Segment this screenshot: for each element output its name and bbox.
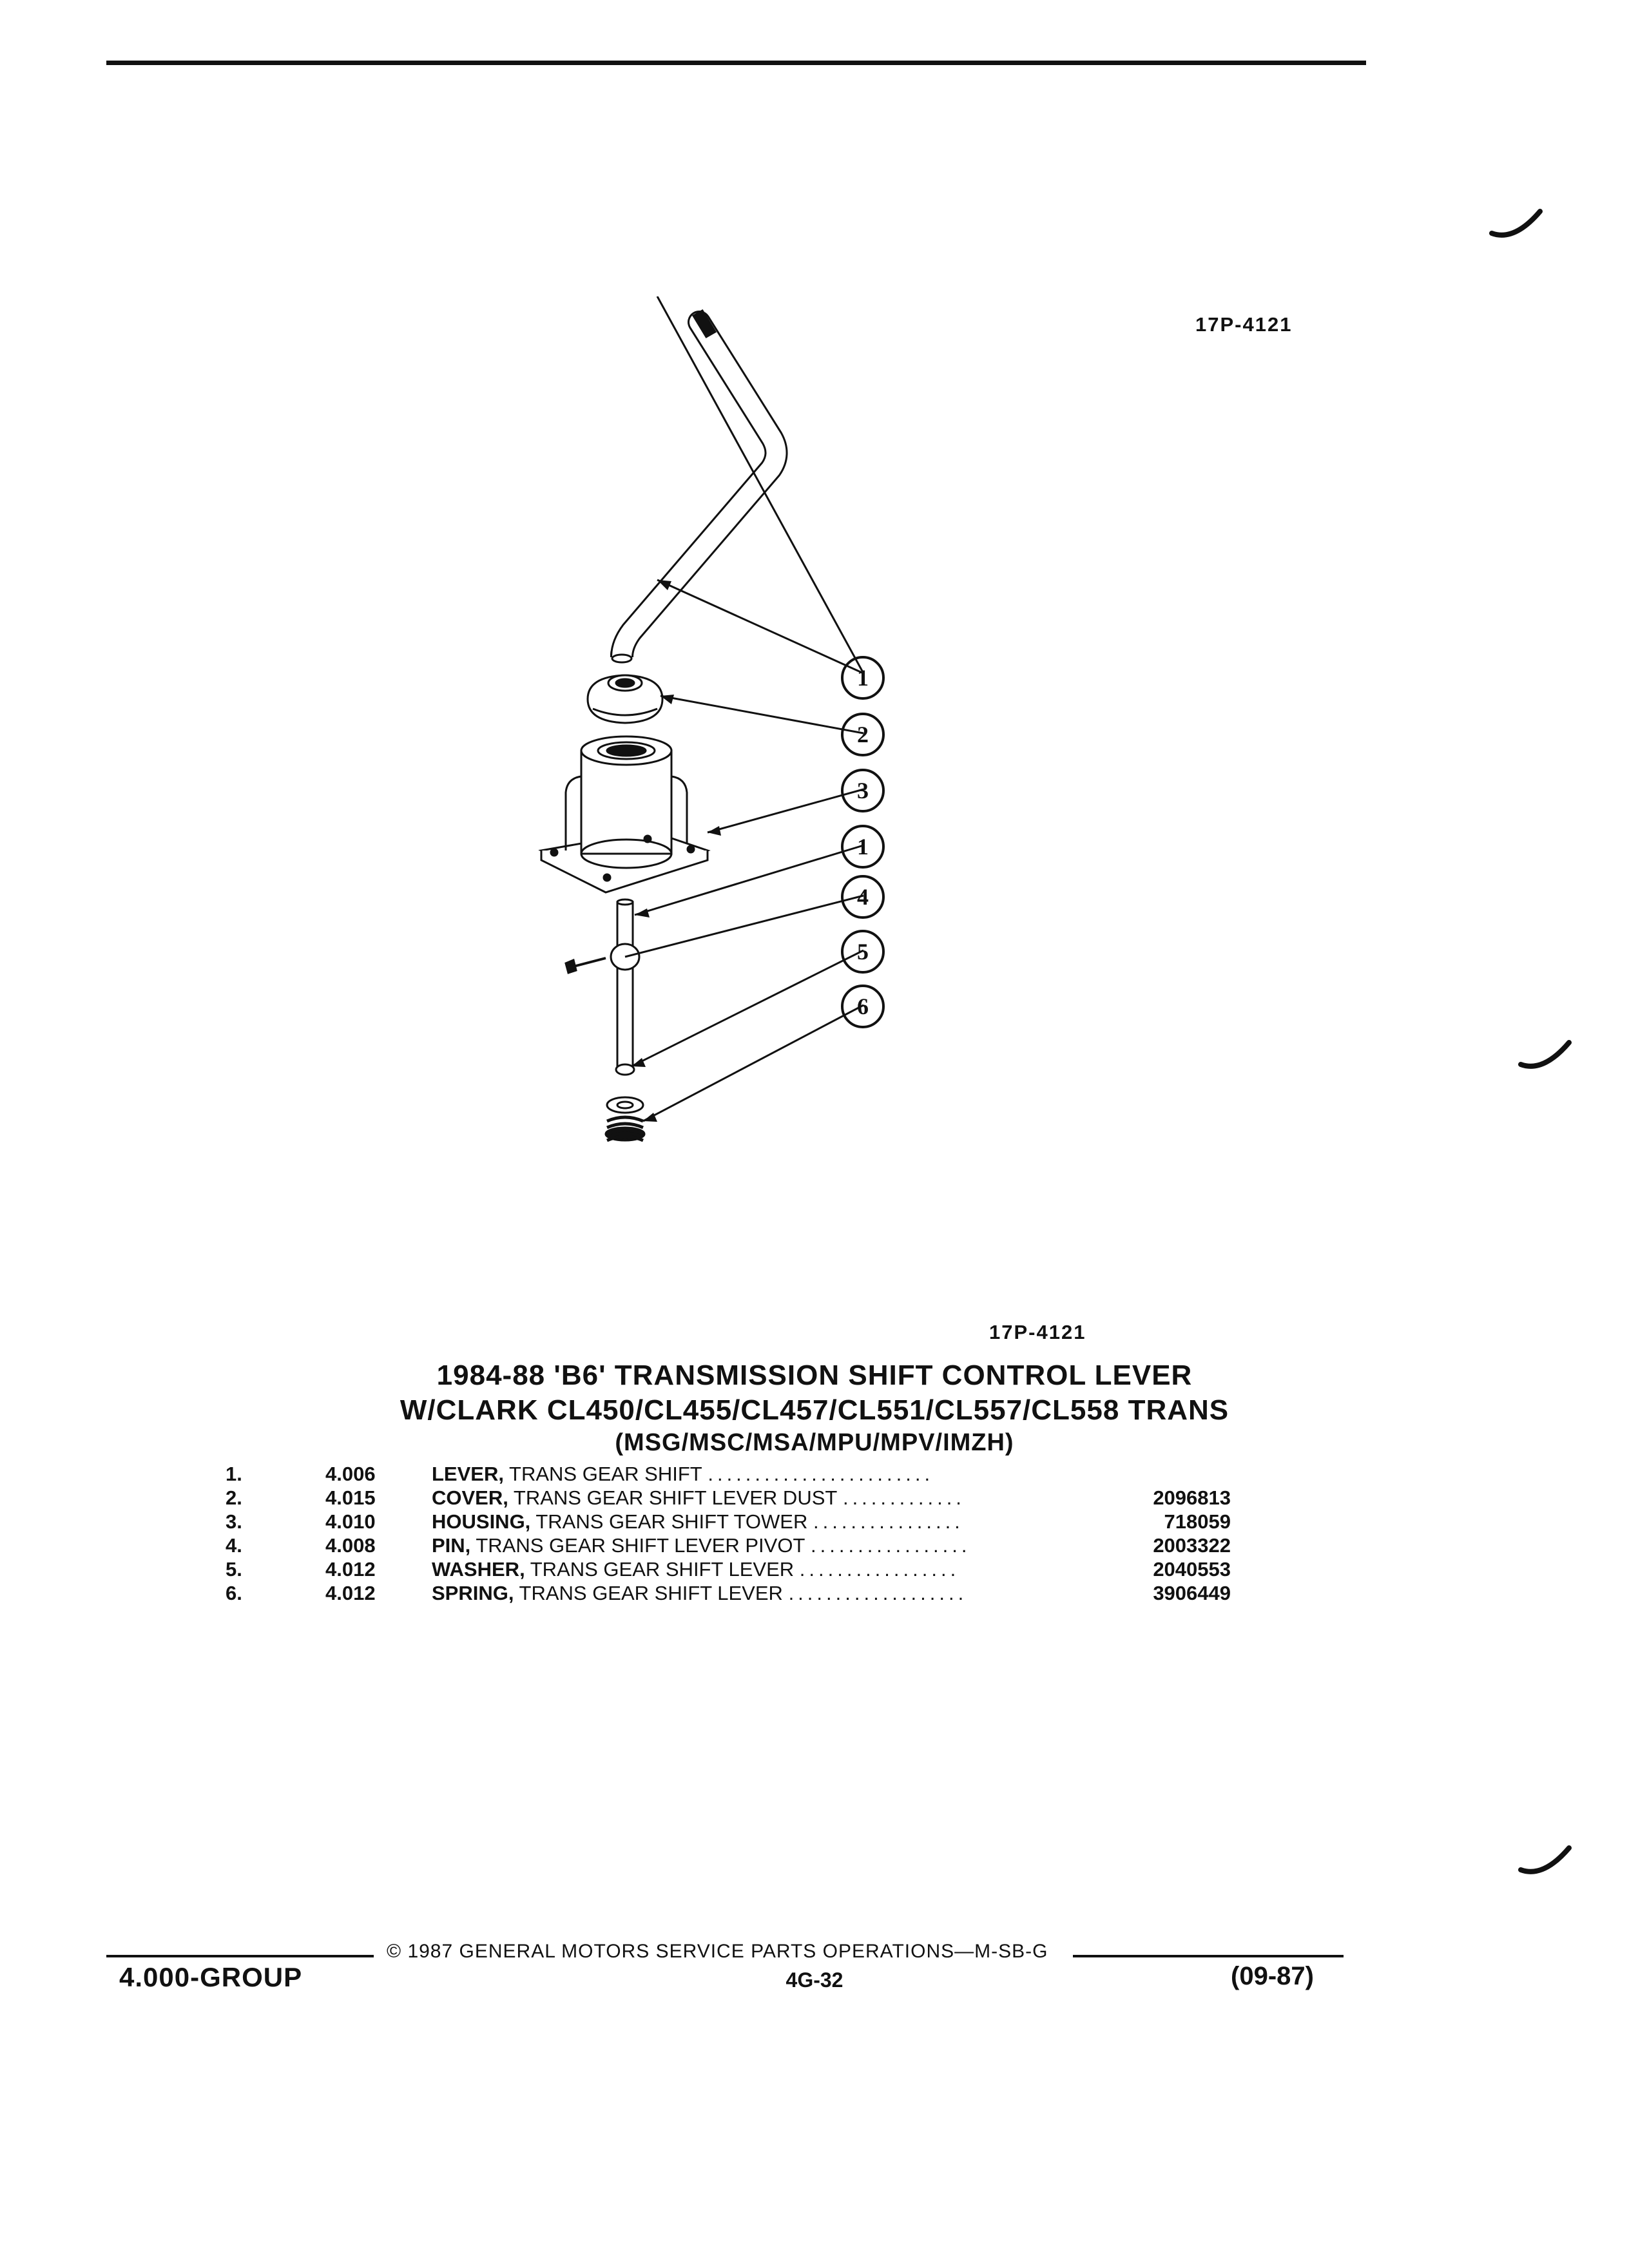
leader-dots: ................ [813,1510,964,1533]
part-name: WASHER, TRANS GEAR SHIFT LEVER .........… [432,1558,959,1581]
leader-dots: ................. [811,1534,971,1557]
top-rule [106,61,1366,65]
group-number: 4.012 [325,1582,376,1604]
group-number: 4.012 [325,1558,376,1581]
item-number: 6. [226,1582,242,1604]
part-number: 2003322 [1153,1534,1231,1557]
part-description: TRANS GEAR SHIFT [503,1463,702,1485]
callout-3: 3 [841,769,885,812]
part-description: TRANS GEAR SHIFT LEVER PIVOT [470,1534,805,1557]
callout-5: 5 [841,930,885,974]
callout-4: 4 [841,875,885,919]
dust-cover-part [586,674,664,724]
leader-1-top [656,296,865,674]
footer-rule-left [106,1955,374,1957]
group-number: 4.008 [325,1534,376,1557]
part-number: 2096813 [1153,1486,1231,1509]
footer-page-number: 4G-32 [786,1968,843,1992]
item-number: 2. [226,1486,242,1509]
leader-lines [624,296,865,1122]
group-number: 4.010 [325,1510,376,1533]
item-number: 3. [226,1510,242,1533]
part-name: COVER, TRANS GEAR SHIFT LEVER DUST .....… [432,1486,965,1510]
item-number: 4. [226,1534,242,1557]
parts-row: 3. 4.010 HOUSING, TRANS GEAR SHIFT TOWER… [226,1510,1231,1534]
shift-lever-exploded-diagram [538,296,865,1142]
item-number: 5. [226,1558,242,1581]
caption-title-line3: (MSG/MSC/MSA/MPU/MPV/IMZH) [615,1429,1014,1456]
housing-part [538,735,711,894]
leader-dots: ................. [799,1558,960,1581]
callout-2: 2 [841,713,885,756]
part-name: HOUSING, TRANS GEAR SHIFT TOWER ........… [432,1510,964,1533]
figure-ref-bottom: 17P-4121 [989,1321,1086,1343]
leader-dots: ............. [842,1486,965,1509]
binder-mark-icon [1518,1845,1572,1874]
part-name: SPRING, TRANS GEAR SHIFT LEVER .........… [432,1582,967,1605]
parts-list: 1. 4.006 LEVER, TRANS GEAR SHIFT .......… [226,1463,1231,1606]
part-name-key: WASHER, [432,1558,525,1581]
parts-row: 6. 4.012 SPRING, TRANS GEAR SHIFT LEVER … [226,1582,1231,1606]
part-name: PIN, TRANS GEAR SHIFT LEVER PIVOT ......… [432,1534,970,1557]
part-description: TRANS GEAR SHIFT LEVER [525,1558,795,1581]
part-name-key: PIN, [432,1534,471,1557]
part-name-key: LEVER, [432,1463,504,1485]
part-number: 3906449 [1153,1582,1231,1604]
part-name: LEVER, TRANS GEAR SHIFT ................… [432,1463,934,1486]
callout-1-lower: 1 [841,825,885,869]
group-number: 4.006 [325,1463,376,1485]
leader-dots: ........................ [708,1463,934,1485]
caption-title-line1: 1984-88 'B6' TRANSMISSION SHIFT CONTROL … [436,1360,1193,1391]
binder-mark-icon [1518,1040,1572,1069]
footer-copyright: © 1987 GENERAL MOTORS SERVICE PARTS OPER… [387,1941,1048,1962]
part-description: TRANS GEAR SHIFT TOWER [530,1510,808,1533]
part-name-key: SPRING, [432,1582,514,1604]
washer-part [606,1096,644,1114]
binder-mark-icon [1489,209,1543,238]
footer-date: (09-87) [1231,1962,1314,1990]
parts-row: 1. 4.006 LEVER, TRANS GEAR SHIFT .......… [226,1463,1231,1486]
shift-lever-part [610,309,788,667]
part-number: 2040553 [1153,1558,1231,1581]
part-name-key: COVER, [432,1486,508,1509]
spring-part [604,1115,646,1142]
callout-1: 1 [841,656,885,700]
lower-lever-part [610,898,641,1076]
parts-row: 5. 4.012 WASHER, TRANS GEAR SHIFT LEVER … [226,1558,1231,1582]
parts-row: 4. 4.008 PIN, TRANS GEAR SHIFT LEVER PIV… [226,1534,1231,1558]
part-number: 718059 [1164,1510,1231,1533]
callout-6: 6 [841,985,885,1028]
footer-rule-right [1073,1955,1344,1957]
leader-dots: ................... [788,1582,968,1604]
pivot-pin-part [564,957,606,974]
part-description: TRANS GEAR SHIFT LEVER [514,1582,783,1604]
parts-row: 2. 4.015 COVER, TRANS GEAR SHIFT LEVER D… [226,1486,1231,1510]
item-number: 1. [226,1463,242,1485]
part-name-key: HOUSING, [432,1510,531,1533]
part-description: TRANS GEAR SHIFT LEVER DUST [508,1486,838,1509]
group-number: 4.015 [325,1486,376,1509]
footer-group: 4.000-GROUP [119,1962,303,1992]
caption-title-line2: W/CLARK CL450/CL455/CL457/CL551/CL557/CL… [400,1394,1229,1426]
figure-ref-top: 17P-4121 [1195,313,1293,336]
